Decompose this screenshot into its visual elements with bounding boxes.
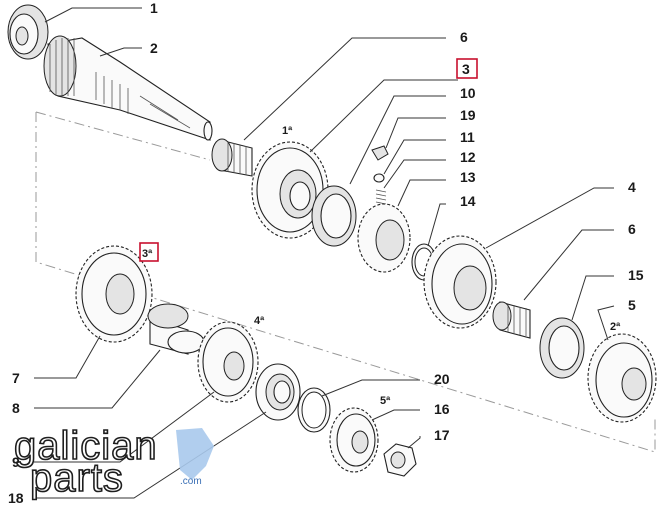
callout-19: 19 — [460, 107, 476, 123]
part-18-ball-bearing — [255, 363, 301, 421]
part-12-spring — [375, 189, 387, 205]
callout-18: 18 — [8, 490, 24, 506]
watermark-suffix: .com — [180, 476, 202, 487]
leader-lines — [34, 7, 615, 499]
label-2nd-gear: 2ª — [610, 321, 621, 333]
gear-4 — [423, 235, 497, 329]
part-1-collar — [7, 4, 49, 60]
callout-9: 9 — [12, 454, 20, 470]
watermark-line2: parts — [30, 456, 124, 500]
label-3rd-gear: 3ª — [142, 248, 153, 260]
label-1st-gear: 1ª — [282, 125, 293, 137]
label-4th-gear: 4ª — [254, 315, 265, 327]
callout-16: 16 — [434, 401, 450, 417]
watermark-line1: galician — [14, 424, 158, 468]
gear-1st — [251, 141, 329, 239]
callout-2: 2 — [150, 40, 158, 56]
part-11-ball — [373, 173, 385, 183]
callout-14: 14 — [460, 193, 476, 209]
label-5th-gear: 5ª — [380, 395, 391, 407]
callouts: 1 2 6 3 10 19 11 12 13 14 4 6 15 5 7 8 9… — [8, 0, 644, 506]
callout-12: 12 — [460, 149, 476, 165]
callout-6-top: 6 — [460, 29, 468, 45]
callout-15: 15 — [628, 267, 644, 283]
gear-2nd — [587, 333, 657, 423]
assembly-outline — [35, 112, 656, 453]
part-2-shaft — [43, 35, 213, 141]
callout-7: 7 — [12, 370, 20, 386]
callout-11: 11 — [460, 129, 475, 145]
part-6-needle-bearing-top — [211, 138, 253, 177]
part-17-nut — [383, 443, 417, 477]
callout-17: 17 — [434, 427, 450, 443]
callout-8: 8 — [12, 400, 20, 416]
part-8-sleeve — [147, 303, 205, 355]
callout-5: 5 — [628, 297, 636, 313]
label-3rd-gear-highlight-box — [139, 242, 159, 262]
callout-3-highlight-box — [456, 58, 478, 79]
callout-1: 1 — [150, 0, 158, 16]
callout-4: 4 — [628, 179, 636, 195]
part-6-needle-bearing-right — [492, 301, 531, 339]
callout-3: 3 — [462, 61, 470, 77]
callout-20: 20 — [434, 371, 450, 387]
callout-13: 13 — [460, 169, 476, 185]
gear-3rd — [75, 245, 153, 343]
part-20-ring — [297, 387, 331, 433]
part-10-synchro-ring — [311, 185, 357, 247]
part-19-key — [371, 145, 389, 161]
callout-10: 10 — [460, 85, 476, 101]
part-13-synchro-hub — [357, 203, 411, 273]
watermark-map-shape — [176, 428, 214, 480]
part-15-synchro-ring — [539, 317, 585, 379]
gear-5th — [329, 407, 379, 473]
callout-6-right: 6 — [628, 221, 636, 237]
gear-4th — [197, 321, 259, 403]
watermark-logo: galician parts .com — [13, 423, 214, 501]
